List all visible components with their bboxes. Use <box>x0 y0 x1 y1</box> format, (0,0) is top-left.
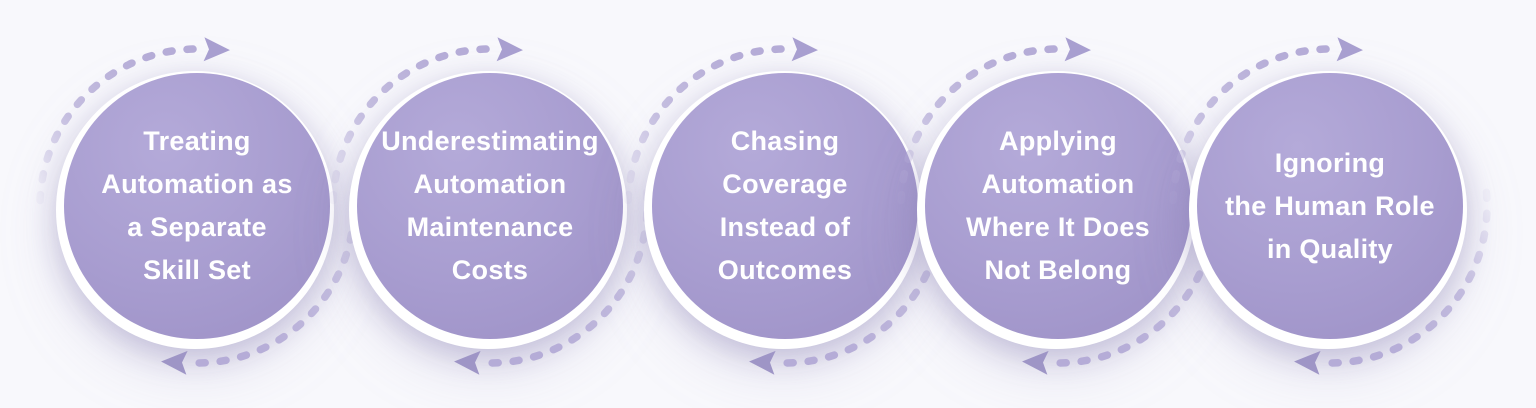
arrowhead-right-icon <box>1336 37 1363 62</box>
arrowhead-left-icon <box>749 350 776 375</box>
arrowhead-left-icon <box>1022 350 1049 375</box>
cycle-item-3 <box>624 37 946 375</box>
circle-label-3: Chasing Coverage Instead of Outcomes <box>717 126 853 285</box>
cycle-arc-top <box>1169 45 1340 205</box>
circle-disc <box>1197 73 1463 339</box>
cycle-arc-bottom <box>1318 188 1491 367</box>
cycle-arc-bottom <box>1046 188 1219 367</box>
circle-label-5: Ignoring the Human Role in Quality <box>1225 147 1435 264</box>
cycle-item-4 <box>897 37 1219 375</box>
cycle-item-2 <box>329 37 651 375</box>
arrowhead-right-icon <box>791 37 818 62</box>
cycle-arc-top <box>624 45 795 205</box>
circle-disc <box>925 73 1191 339</box>
circle-label-1: Treating Automation as a Separate Skill … <box>101 126 293 285</box>
circle-disc <box>652 73 918 339</box>
cycle-arc-top <box>329 45 500 205</box>
arrowhead-left-icon <box>161 350 188 375</box>
circle-label-2: Underestimating Automation Maintenance C… <box>381 126 599 285</box>
arrowhead-right-icon <box>203 37 230 62</box>
cycle-arc-bottom <box>478 188 651 367</box>
cycle-item-1 <box>36 37 358 375</box>
arrowhead-left-icon <box>454 350 481 375</box>
circle-disc <box>357 73 623 339</box>
cycle-item-5 <box>1169 37 1491 375</box>
circle-label-4: Applying Automation Where It Does Not Be… <box>966 126 1150 285</box>
circle-disc <box>64 73 330 339</box>
cycle-arc-bottom <box>773 188 946 367</box>
cycle-arc-top <box>897 45 1068 205</box>
arrowhead-right-icon <box>496 37 523 62</box>
cycle-arc-top <box>36 45 207 205</box>
arrowhead-left-icon <box>1294 350 1321 375</box>
cycle-arc-bottom <box>185 188 358 367</box>
arrowhead-right-icon <box>1064 37 1091 62</box>
